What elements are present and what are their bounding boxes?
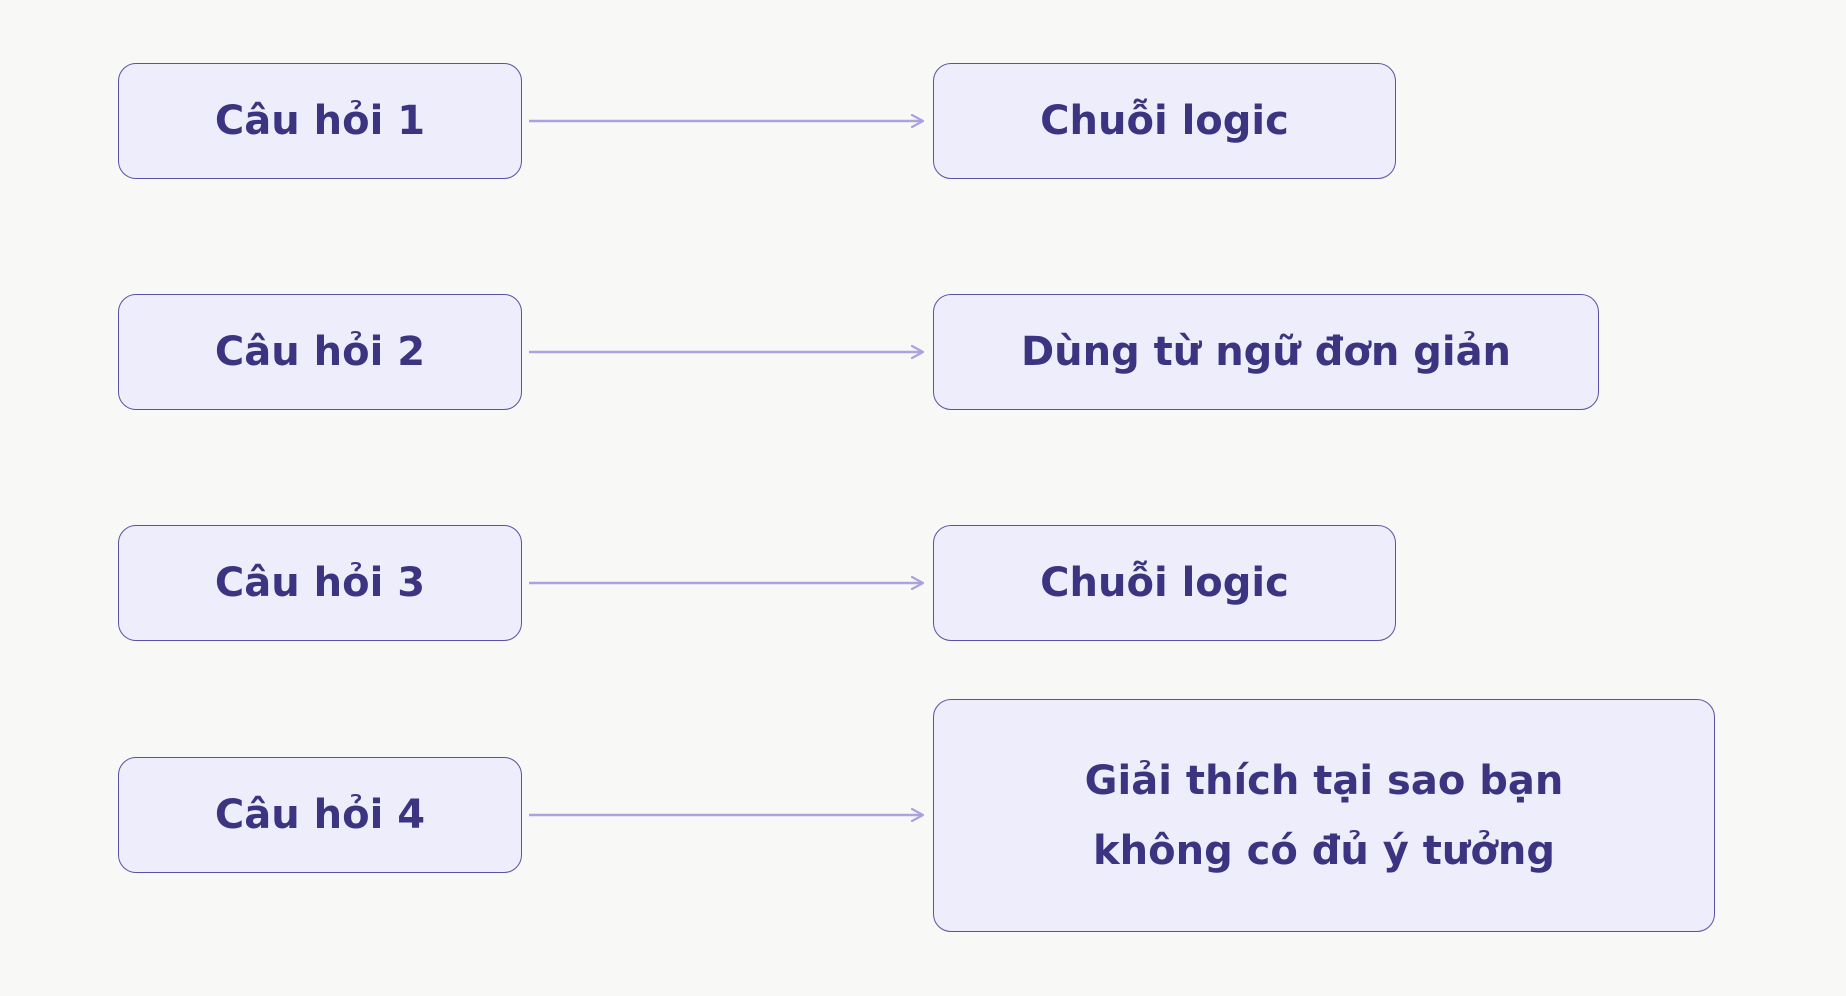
question-node-1: Câu hỏi 1: [118, 63, 522, 179]
answer-node-3: Chuỗi logic: [933, 525, 1396, 641]
question-node-3: Câu hỏi 3: [118, 525, 522, 641]
answer-node-4: Giải thích tại sao bạn không có đủ ý tưở…: [933, 699, 1715, 932]
answer-node-1: Chuỗi logic: [933, 63, 1396, 179]
question-node-4: Câu hỏi 4: [118, 757, 522, 873]
answer-node-2: Dùng từ ngữ đơn giản: [933, 294, 1599, 410]
question-node-2: Câu hỏi 2: [118, 294, 522, 410]
